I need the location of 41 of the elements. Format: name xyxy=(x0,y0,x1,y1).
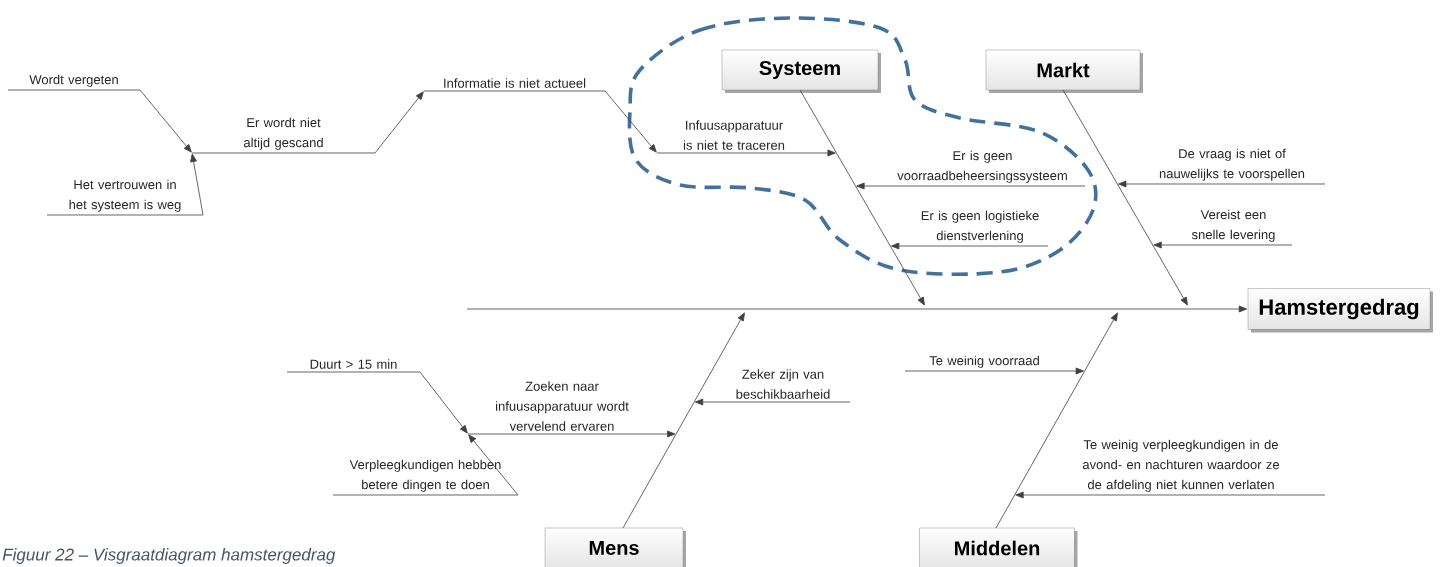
spine-arrow xyxy=(466,305,1248,313)
cause-arrow xyxy=(190,153,204,216)
cause-label: Duurt > 15 min xyxy=(286,359,421,373)
category-box: Middelen xyxy=(919,527,1078,567)
cause-arrow xyxy=(419,371,468,434)
category-box: Systeem xyxy=(721,49,881,93)
cause-label: Informatie is niet actueel xyxy=(423,78,606,92)
cause-arrow xyxy=(856,182,881,190)
category-box: Markt xyxy=(985,49,1143,93)
bone-arrow xyxy=(995,312,1118,529)
bone-arrow xyxy=(1062,89,1188,306)
cause-arrow xyxy=(810,149,836,157)
cause-label: Zeker zijn van beschikbaarheid xyxy=(715,369,851,403)
cause-arrow xyxy=(655,430,676,438)
cause-arrow xyxy=(139,89,192,153)
cause-arrow xyxy=(604,90,657,153)
category-box: Hamstergedrag xyxy=(1247,288,1433,333)
cause-label: Infuusapparatuur is niet te traceren xyxy=(656,120,812,154)
cause-arrow xyxy=(1063,367,1084,375)
cause-label: Te weinig voorraad xyxy=(904,355,1065,372)
cause-arrow xyxy=(891,242,913,250)
category-box: Mens xyxy=(544,527,686,567)
cause-label: Er wordt niet altijd gescand xyxy=(191,117,376,154)
cause-arrow xyxy=(694,398,717,406)
cause-label: Zoeken naar infuusapparatuur wordt vervelend ervaren xyxy=(467,381,657,435)
bone-arrow xyxy=(799,89,925,306)
cause-label: Wordt vergeten xyxy=(7,74,141,91)
cause-label: De vraag is niet of nauwelijks te voorspellen xyxy=(1138,148,1326,185)
cause-label: Vereist een snelle levering xyxy=(1174,209,1293,246)
cause-label: Er is geen logistieke dienstverlening xyxy=(911,210,1049,247)
bone-arrow xyxy=(622,312,745,529)
figure-caption: Figuur 22 – Visgraatdiagram hamstergedrag xyxy=(2,548,336,564)
cause-label: Te weinig verpleegkundigen in de avond- en nachturen waardoor ze de afdeling niet kunnen verlaten xyxy=(1036,439,1326,496)
cause-label: Er is geen voorraadbeheersingssysteem xyxy=(879,150,1086,187)
cause-arrow xyxy=(374,91,424,154)
cause-arrow xyxy=(1015,491,1038,499)
cause-arrow xyxy=(1118,180,1140,188)
cause-label: Het vertrouwen in het systeem is weg xyxy=(46,179,204,216)
cause-arrow xyxy=(1153,241,1176,249)
cause-arrow xyxy=(468,434,519,496)
cause-label: Verpleegkundigen hebben betere dingen te doen xyxy=(332,459,519,496)
